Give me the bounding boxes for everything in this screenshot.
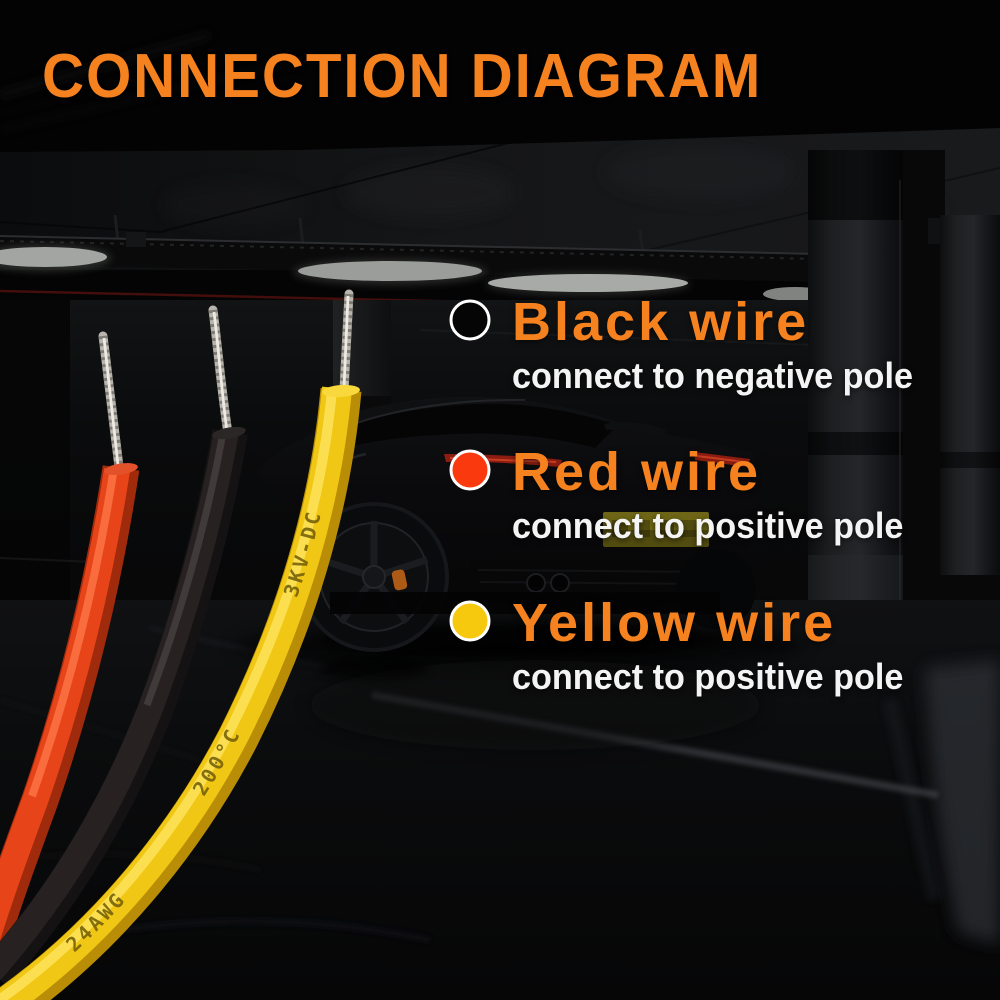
yellow-wire-strand bbox=[339, 289, 354, 395]
license-plate bbox=[603, 512, 709, 547]
black-wire bbox=[0, 426, 248, 987]
yellow-wire: 24AWG 200°C 3KV-DC bbox=[0, 384, 362, 1000]
red-wire-bullet-icon bbox=[449, 449, 491, 491]
wire-name-red: Red wire bbox=[512, 442, 762, 502]
wire-name-yellow: Yellow wire bbox=[512, 593, 837, 653]
label-red-wire: Red wire connect to positive pole bbox=[449, 442, 924, 546]
black-wire-cut-face bbox=[212, 426, 246, 440]
red-wire-cut-face bbox=[104, 463, 138, 475]
car-reflection bbox=[310, 660, 760, 750]
wheel-hub bbox=[362, 565, 386, 589]
exhaust-tip bbox=[526, 573, 546, 593]
floor-reflection-patch bbox=[925, 660, 1000, 945]
wire-description-yellow: connect to positive pole bbox=[512, 656, 904, 697]
rear-wing bbox=[604, 421, 666, 438]
wire-description-black: connect to negative pole bbox=[512, 355, 913, 396]
black-wire-strand bbox=[208, 305, 233, 438]
red-wire bbox=[0, 463, 140, 956]
yellow-wire-bullet-icon bbox=[449, 600, 491, 642]
right-pillar bbox=[940, 215, 1000, 575]
sports-car bbox=[235, 396, 805, 750]
label-yellow-wire: Yellow wire connect to positive pole bbox=[449, 593, 924, 697]
page-title: CONNECTION DIAGRAM bbox=[42, 42, 763, 111]
round-pillar bbox=[808, 150, 903, 665]
wire-name-black: Black wire bbox=[512, 292, 810, 352]
exhaust-tip bbox=[550, 573, 570, 593]
car-rear-window bbox=[330, 403, 618, 448]
wire-description-red: connect to positive pole bbox=[512, 505, 904, 546]
yellow-wire-cut-face bbox=[322, 384, 360, 398]
brake-caliper bbox=[391, 569, 408, 591]
wires: 24AWG 200°C 3KV-DC bbox=[0, 289, 362, 1000]
black-wire-bullet-icon bbox=[449, 299, 491, 341]
label-black-wire: Black wire connect to negative pole bbox=[449, 292, 934, 396]
red-wire-strand bbox=[98, 331, 124, 472]
